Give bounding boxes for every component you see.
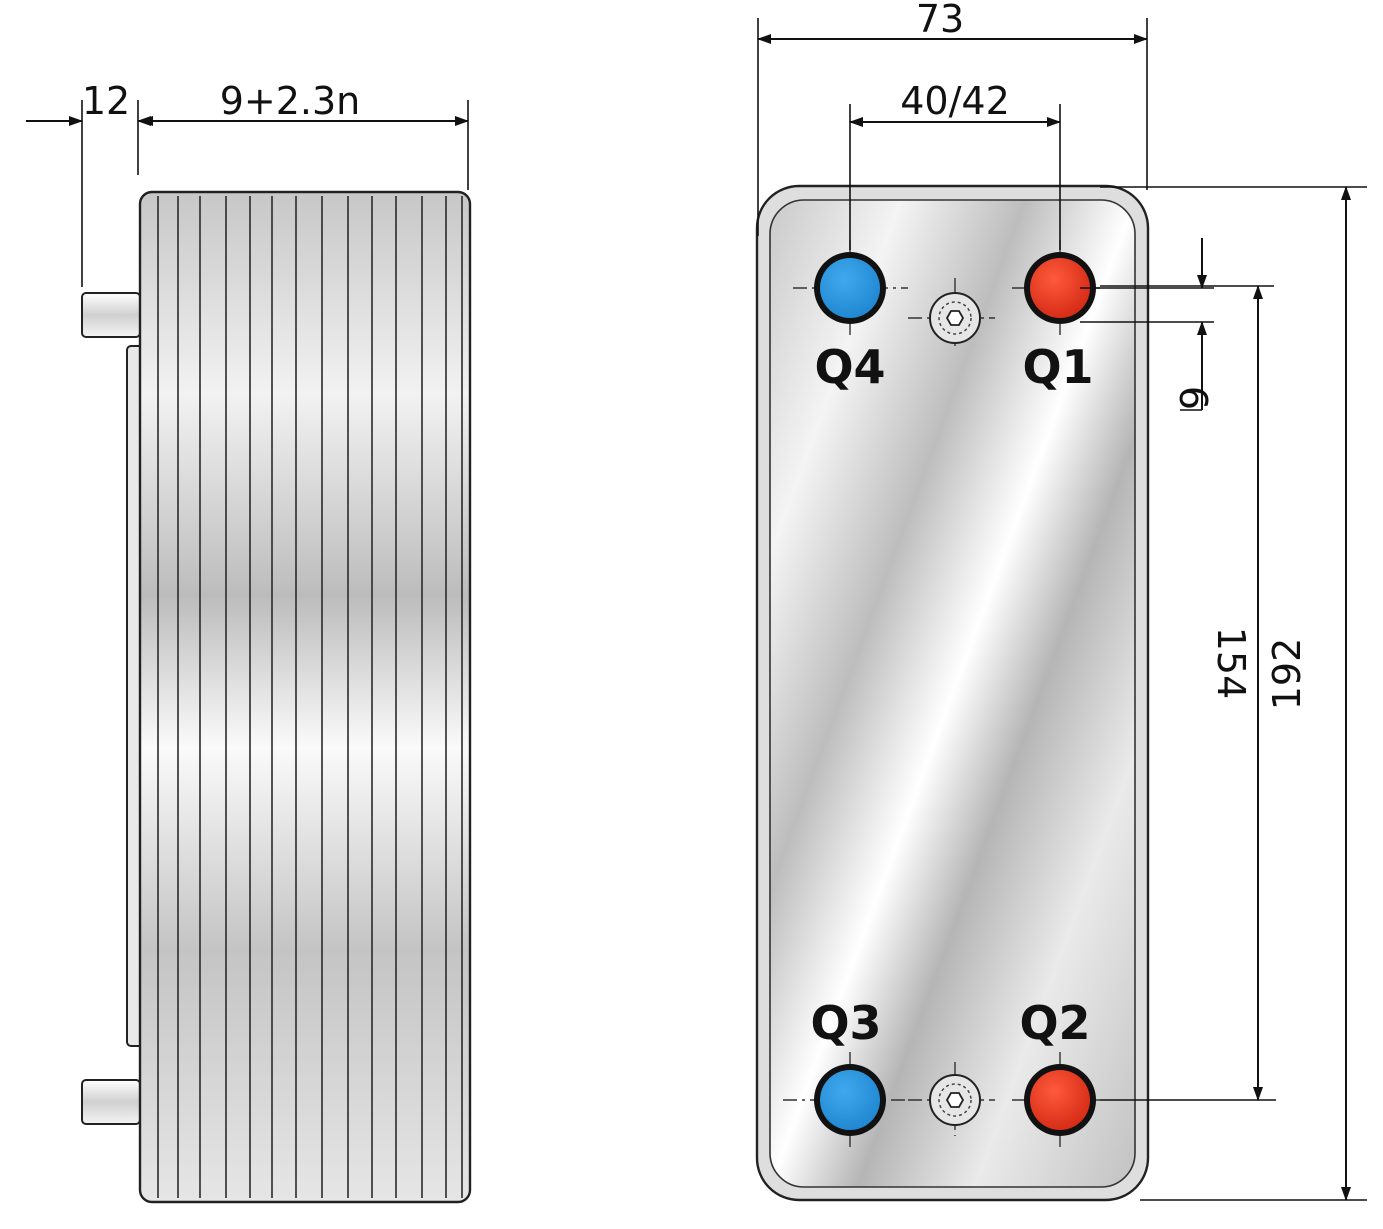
port-q3 (814, 1064, 886, 1136)
dim-pack-label: 9+2.3n (220, 79, 361, 123)
dim-height: 192 (1100, 186, 1367, 1201)
dim-bolt-label: 12 (82, 79, 130, 123)
dim-width: 73 (757, 0, 1148, 236)
dim-pack-length: 9+2.3n (139, 79, 469, 190)
dim-port-diameter: 6 (1080, 238, 1215, 411)
front-view: Q4 Q1 Q3 Q2 73 40/42 6 (755, 0, 1367, 1202)
dim-port-height-label: 154 (1209, 627, 1253, 700)
side-plate-pack (138, 190, 472, 1204)
dim-port-height: 154 (1100, 285, 1276, 1101)
dim-bolt-length: 12 (26, 79, 194, 287)
port-label-q2: Q2 (1019, 996, 1090, 1050)
port-label-q4: Q4 (814, 340, 885, 394)
dim-port-spacing: 40/42 (849, 79, 1061, 250)
dim-height-label: 192 (1265, 638, 1309, 711)
stud-bottom-icon (929, 1074, 981, 1126)
dim-port-spacing-label: 40/42 (900, 79, 1010, 123)
port-q1 (1024, 252, 1096, 324)
side-view: 12 9+2.3n (26, 79, 472, 1204)
port-label-q3: Q3 (810, 996, 881, 1050)
dim-port-diameter-label: 6 (1171, 386, 1215, 410)
side-pin-top (81, 292, 141, 338)
side-pin-bottom (81, 1079, 141, 1125)
dim-width-label: 73 (916, 0, 964, 41)
side-plate-lines (157, 196, 463, 1198)
stud-top-icon (929, 292, 981, 344)
port-q4 (814, 252, 886, 324)
front-plate-inner (769, 199, 1136, 1188)
port-label-q1: Q1 (1022, 340, 1093, 394)
port-q2 (1024, 1064, 1096, 1136)
